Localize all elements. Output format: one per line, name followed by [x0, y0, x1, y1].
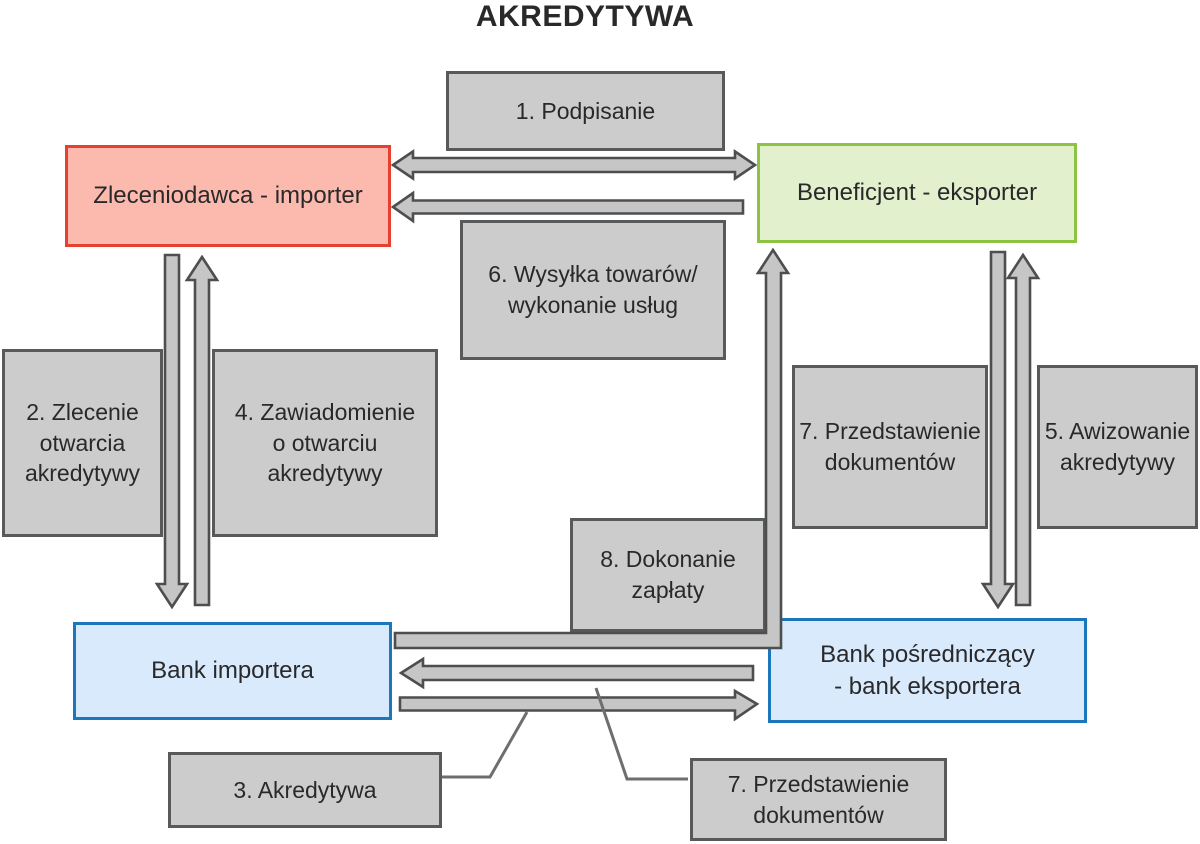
step-3-akredytywa-box: 3. Akredytywa	[168, 752, 442, 828]
step-8-dokonanie-zaplaty-box: 8. Dokonanie zapłaty	[570, 518, 766, 632]
step-7-przedstawienie-box-right: 7. Przedstawienie dokumentów	[792, 365, 988, 529]
step-7-przedstawienie-box-bottom: 7. Przedstawienie dokumentów	[690, 758, 947, 841]
arrow-przedstawienie-bank-left	[398, 656, 755, 690]
arrow-akredytywa-right	[398, 688, 760, 722]
arrow-wysylka-left	[390, 190, 745, 224]
step-5-awizowanie-box: 5. Awizowanie akredytywy	[1037, 365, 1198, 529]
step-1-podpisanie-box: 1. Podpisanie	[446, 71, 725, 151]
connector-przedstawienie-label	[594, 687, 688, 781]
node-zleceniodawca-importer: Zleceniodawca - importer	[65, 145, 391, 247]
diagram-title: AKREDYTYWA	[475, 0, 695, 33]
step-4-zawiadomienie-box: 4. Zawiadomienie o otwarciu akredytywy	[212, 349, 438, 537]
arrow-awizowanie-up	[1005, 252, 1041, 607]
arrow-podpisanie-both	[390, 149, 758, 181]
step-6-wysylka-box: 6. Wysyłka towarów/ wykonanie usług	[460, 220, 726, 360]
node-beneficjent-eksporter: Beneficjent - eksporter	[757, 143, 1077, 243]
node-bank-posredniczacy: Bank pośredniczący - bank eksportera	[768, 618, 1087, 723]
node-bank-importera: Bank importera	[73, 622, 392, 720]
step-2-zlecenie-box: 2. Zlecenie otwarcia akredytywy	[2, 349, 163, 537]
connector-akredytywa-label	[442, 711, 529, 779]
